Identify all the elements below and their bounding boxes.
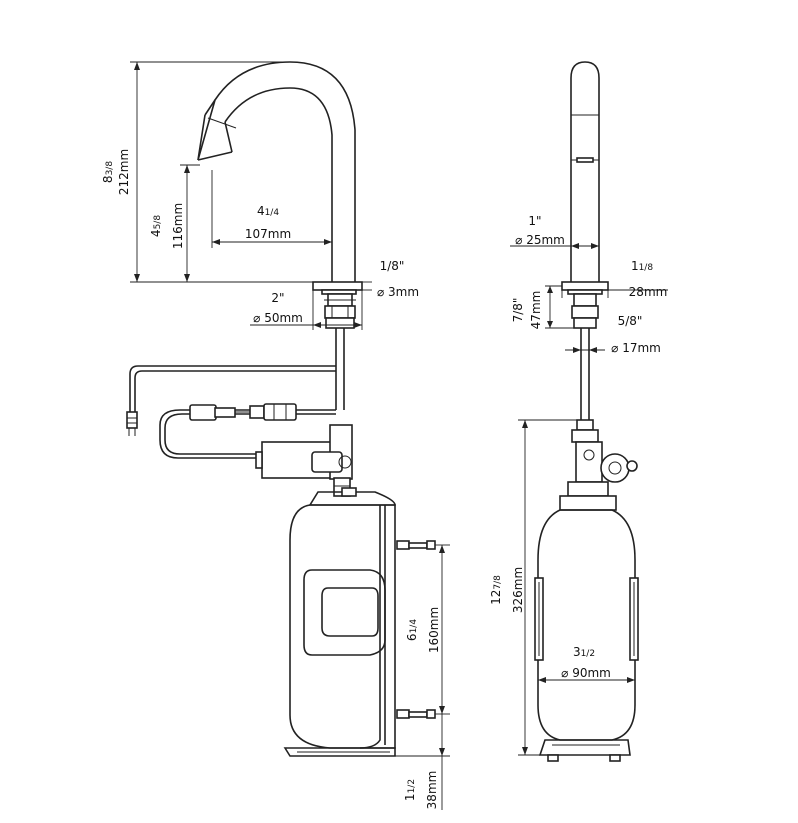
- total-height-in-frac: 7/8: [493, 575, 503, 590]
- spout-dia-in: 1": [528, 214, 541, 228]
- svg-text:83/8: 83/8: [101, 161, 115, 183]
- overall-height-in-frac: 3/8: [105, 161, 115, 176]
- dim-shank-dia: [565, 330, 605, 356]
- dim-tank-dia: [538, 677, 635, 683]
- dim-spout-height: [180, 164, 200, 282]
- spout-height-mm: 116mm: [171, 203, 185, 249]
- dim-flange: [561, 282, 668, 298]
- dim-spout-dia: [510, 243, 599, 249]
- flange-mm: 28mm: [629, 285, 668, 299]
- total-height-in-whole: 12: [489, 590, 503, 605]
- front-valve: [559, 419, 638, 511]
- tank-dia-mm: ⌀ 90mm: [561, 666, 611, 680]
- spout-dia-mm: ⌀ 25mm: [515, 233, 565, 247]
- base-thickness-mm: ⌀ 3mm: [377, 285, 419, 299]
- spout-height-in-frac: 5/8: [153, 215, 163, 230]
- svg-text:61/4: 61/4: [405, 619, 419, 641]
- dim-foot-height: [395, 714, 450, 810]
- shank-dia-mm: ⌀ 17mm: [611, 341, 661, 355]
- svg-text:127/8: 127/8: [489, 575, 503, 605]
- total-height-mm: 326mm: [511, 567, 525, 613]
- reach-mm: 107mm: [245, 227, 291, 241]
- overall-height-in-whole: 8: [101, 175, 115, 183]
- svg-text:11/2: 11/2: [403, 779, 417, 801]
- side-faucet-spout: [197, 61, 356, 282]
- foot-height-in-whole: 1: [403, 793, 417, 801]
- dim-base-thickness: [362, 281, 372, 291]
- flange-in: 11/8: [631, 259, 653, 273]
- dim-overall-height: [130, 61, 313, 283]
- front-spout: [570, 61, 600, 282]
- dim-reach: [211, 170, 332, 248]
- tank-height-in-frac: 1/4: [409, 619, 419, 634]
- reach-in: 41/4: [257, 204, 279, 218]
- label-spout-height: 45/8 116mm: [149, 203, 185, 249]
- side-shank: [335, 328, 345, 410]
- label-shank-length: 7/8" 47mm: [511, 291, 543, 330]
- front-tank: [534, 509, 639, 762]
- svg-text:45/8: 45/8: [149, 215, 163, 237]
- front-base-plate: [561, 281, 609, 329]
- side-sensor-cable: [126, 365, 336, 436]
- side-valve-cable: [159, 403, 336, 459]
- shank-dia-in: 5/8": [618, 314, 643, 328]
- label-foot-height: 11/2 38mm: [403, 771, 439, 810]
- tank-height-in-whole: 6: [405, 633, 419, 641]
- tank-height-mm: 160mm: [427, 607, 441, 653]
- front-shank: [580, 328, 590, 420]
- overall-height-mm: 212mm: [117, 149, 131, 195]
- side-solenoid-valve: [255, 424, 353, 497]
- base-diameter-in: 2": [271, 291, 284, 305]
- side-tank: [283, 487, 436, 757]
- dim-total-height: [518, 419, 577, 756]
- foot-height-mm: 38mm: [425, 771, 439, 810]
- dim-shank-length: [545, 285, 574, 329]
- side-base-plate: [312, 281, 363, 329]
- tank-dia-in: 31/2: [573, 645, 595, 659]
- foot-height-in-frac: 1/2: [407, 779, 417, 793]
- spout-height-in-whole: 4: [149, 229, 163, 237]
- label-total-height: 127/8 326mm: [489, 567, 525, 613]
- dim-tank-height: [435, 544, 450, 715]
- shank-len-in: 7/8": [511, 298, 525, 323]
- label-tank-height: 61/4 160mm: [405, 607, 441, 653]
- label-overall-height: 83/8 212mm: [101, 149, 131, 195]
- base-diameter-mm: ⌀ 50mm: [253, 311, 303, 325]
- shank-len-mm: 47mm: [529, 291, 543, 330]
- dim-base-diameter: [250, 290, 363, 330]
- base-thickness-in: 1/8": [380, 259, 405, 273]
